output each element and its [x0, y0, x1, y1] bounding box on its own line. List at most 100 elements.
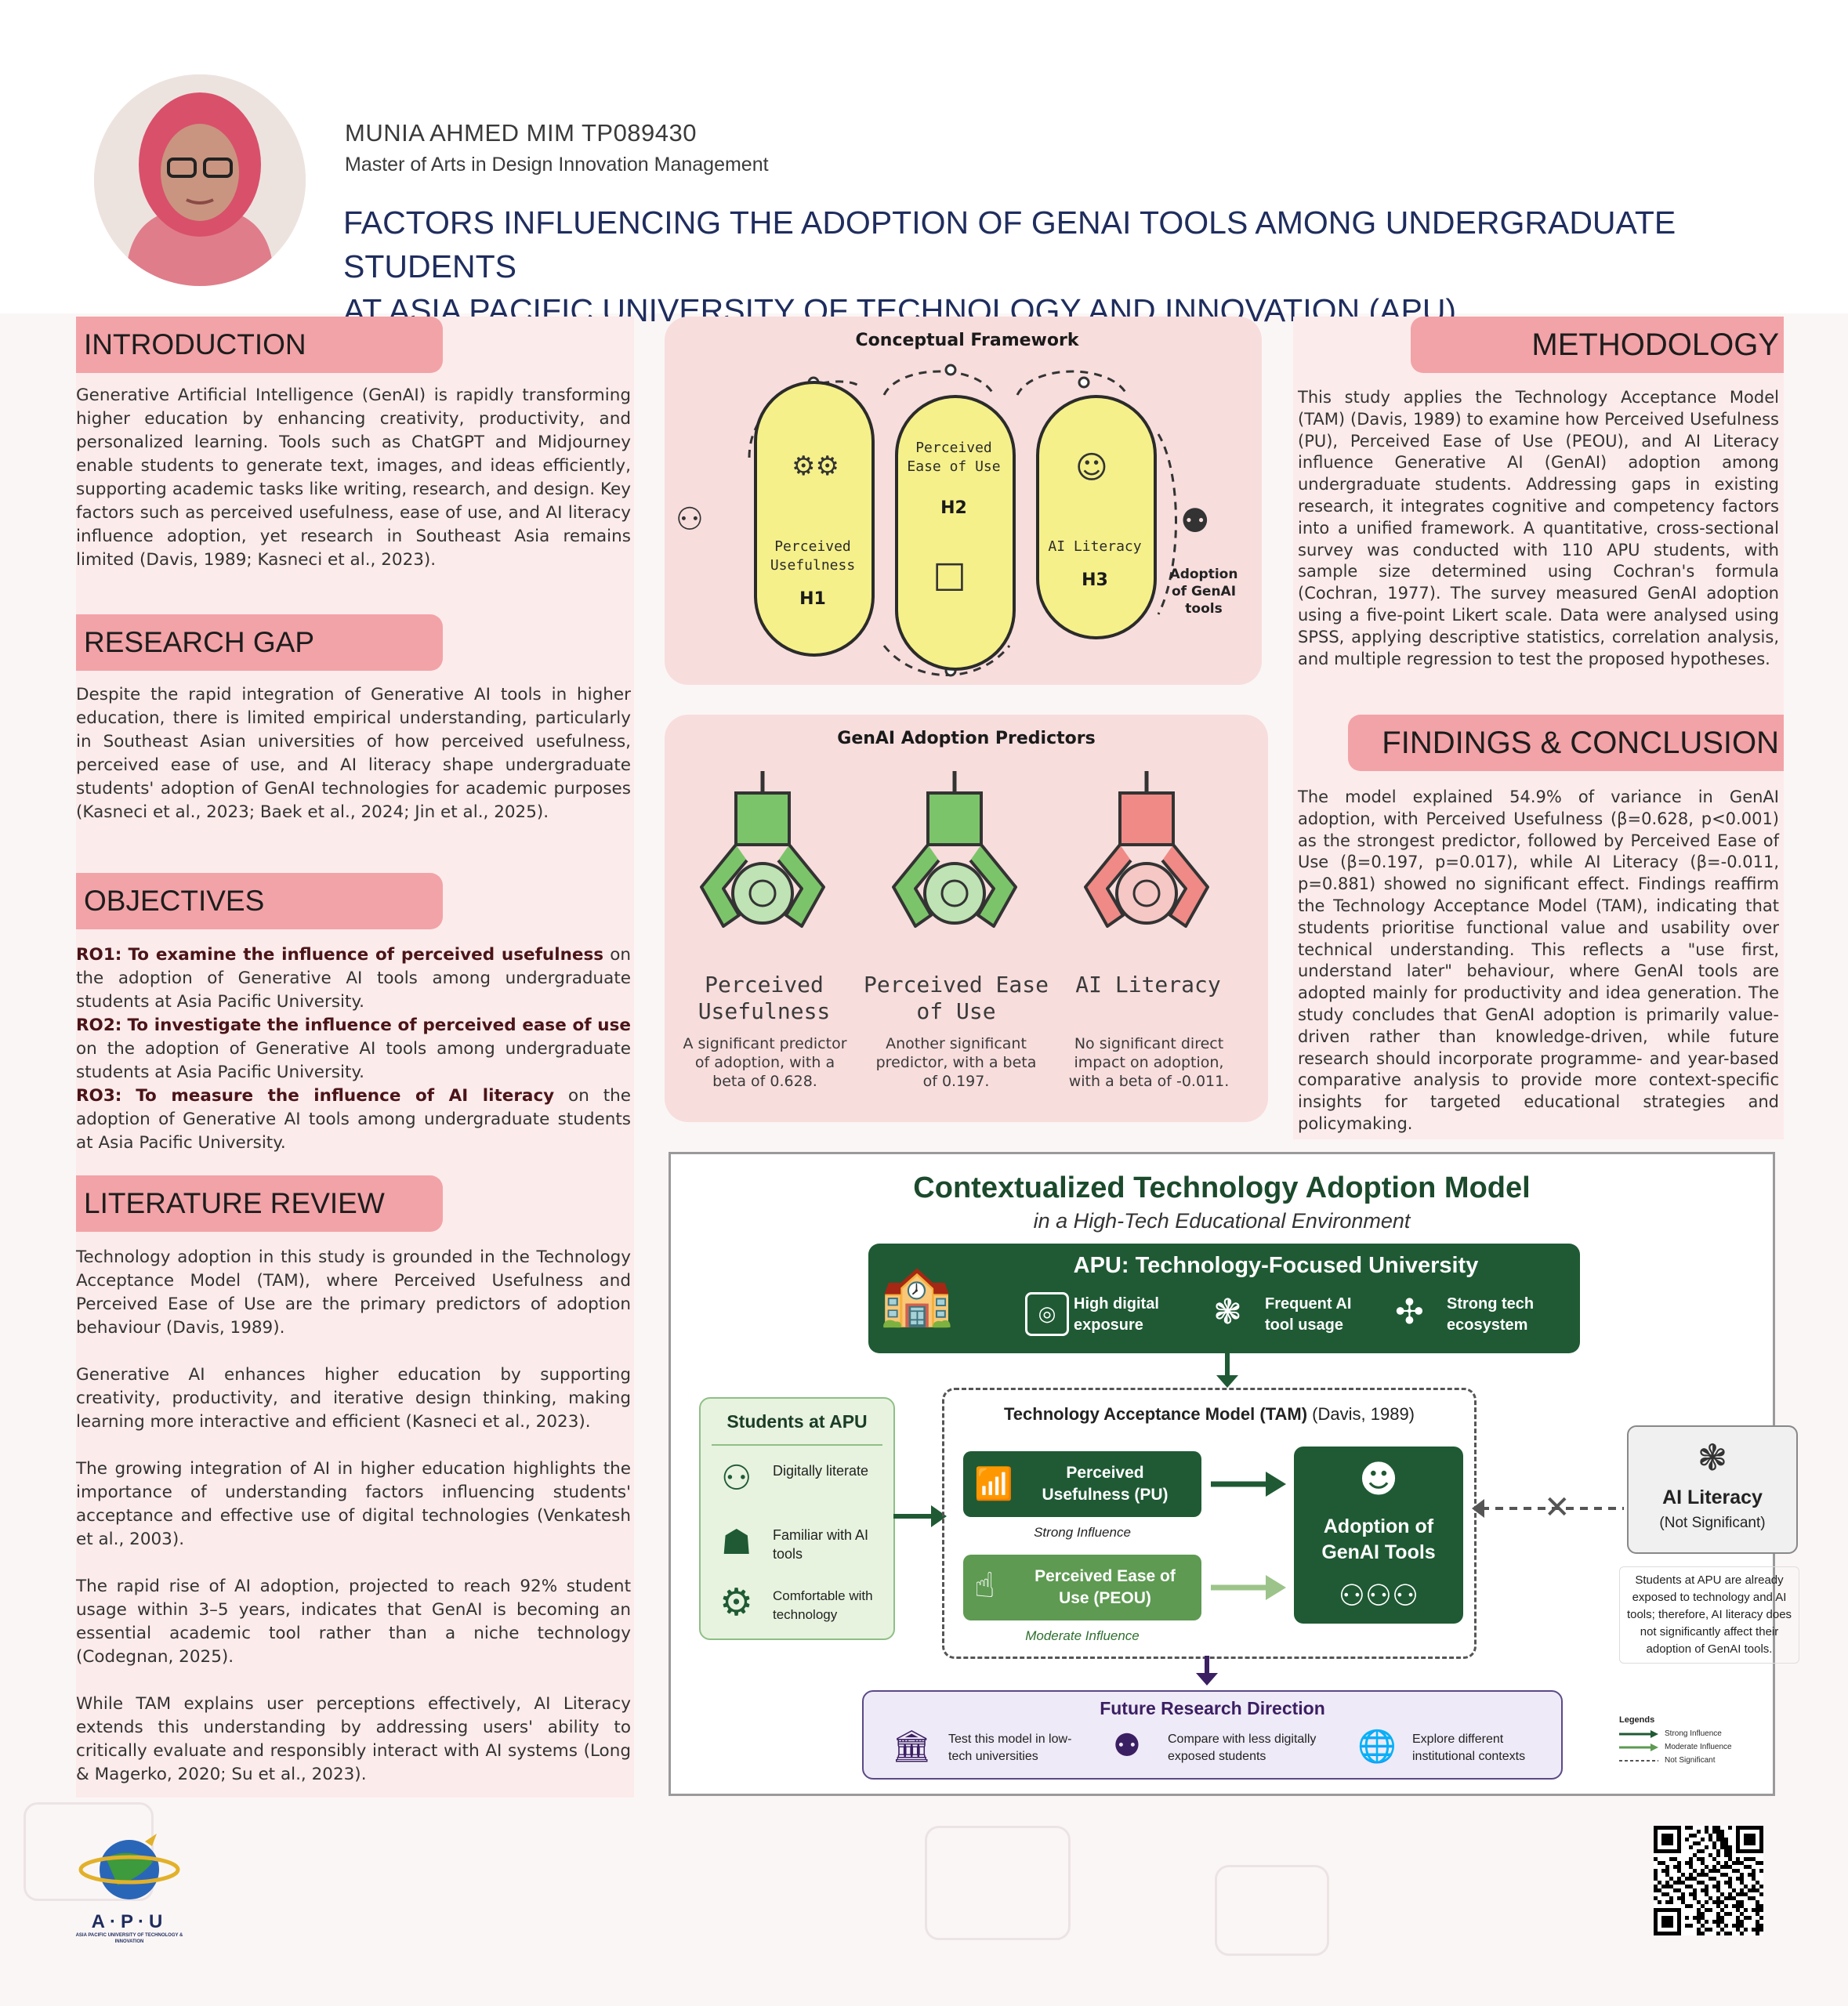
background-doodle [1215, 1865, 1329, 1956]
qr-module [1712, 1885, 1716, 1888]
qr-module [1661, 1869, 1665, 1873]
future-item-2: Compare with less digitally exposed stud… [1168, 1733, 1317, 1763]
introduction-heading: INTRODUCTION [76, 317, 443, 373]
qr-module [1740, 1861, 1744, 1865]
qr-module [1669, 1896, 1673, 1900]
qr-module [1720, 1834, 1724, 1838]
qr-module [1677, 1881, 1681, 1885]
qr-module [1673, 1857, 1677, 1861]
literature-paragraph-5: While TAM explains user perceptions effe… [76, 1694, 631, 1784]
qr-module [1748, 1916, 1752, 1920]
student-item-3: Comfortable with technology [773, 1588, 873, 1622]
qr-module [1748, 1896, 1752, 1900]
qr-module [1732, 1896, 1736, 1900]
qr-module [1728, 1857, 1732, 1861]
qr-module [1705, 1865, 1708, 1869]
objective-3-label: RO3: [76, 1086, 122, 1106]
introduction-text: Generative Artificial Intelligence (GenA… [76, 384, 631, 572]
svg-text:✕: ✕ [1544, 1493, 1571, 1524]
research-gap-paragraph: Despite the rapid integration of Generat… [76, 685, 631, 822]
qr-module [1705, 1885, 1708, 1888]
qr-module [1685, 1885, 1689, 1888]
predictor-name-pu: Perceived Usefulness [698, 972, 831, 1024]
qr-module [1756, 1904, 1759, 1908]
qr-module [1693, 1892, 1697, 1896]
qr-module [1685, 1861, 1689, 1865]
qr-module [1720, 1908, 1724, 1912]
qr-module [1728, 1849, 1732, 1853]
adoption-model-diagram: Contextualized Technology Adoption Model… [669, 1152, 1799, 1796]
predictor-desc-ail: No significant direct impact on adoption… [1068, 1035, 1230, 1090]
arrow-students-to-tam [893, 1505, 947, 1527]
qr-module [1744, 1908, 1748, 1912]
qr-module [1752, 1908, 1756, 1912]
qr-module [1705, 1928, 1708, 1932]
qr-module [1724, 1853, 1728, 1857]
qr-module [1701, 1849, 1705, 1853]
qr-module [1728, 1845, 1732, 1849]
qr-module [1689, 1904, 1693, 1908]
qr-module [1724, 1865, 1728, 1869]
qr-module [1705, 1888, 1708, 1892]
peou-box: ☝ Perceived Ease of Use (PEOU) [963, 1555, 1201, 1620]
framework-ail-label: AI Literacy [1048, 538, 1142, 555]
qr-module [1654, 1885, 1658, 1888]
qr-module [1712, 1865, 1716, 1869]
qr-module [1677, 1865, 1681, 1869]
qr-module [1744, 1916, 1748, 1920]
qr-module [1724, 1841, 1728, 1845]
qr-module [1716, 1830, 1720, 1834]
legend-ns-label: Not Significant [1665, 1756, 1716, 1765]
qr-module [1673, 1888, 1677, 1892]
hand-tap-icon: ☝ [974, 1566, 995, 1606]
predictor-claw-graphics [700, 771, 1209, 928]
qr-module [1724, 1912, 1728, 1916]
apu-item-2: Frequent AI tool usage [1265, 1295, 1352, 1334]
author-photo [94, 74, 306, 286]
arrow-apu-to-tam [1216, 1353, 1238, 1388]
predictor-desc-peou: Another significant predictor, with a be… [875, 1035, 1037, 1090]
gear-icon: ⚙ [719, 1581, 754, 1624]
framework-h2: H2 [940, 498, 967, 518]
qr-module [1740, 1892, 1744, 1896]
qr-module [1685, 1916, 1689, 1920]
qr-module [1685, 1877, 1689, 1881]
arrow-peou-to-adoption [1211, 1575, 1286, 1600]
objectives-text: RO1: To examine the influence of perceiv… [76, 943, 631, 1155]
qr-module [1720, 1830, 1724, 1834]
qr-module [1693, 1869, 1697, 1873]
qr-module [1724, 1873, 1728, 1877]
ai-literacy-box: ❃ AI Literacy (Not Significant) [1627, 1425, 1798, 1554]
qr-module [1756, 1932, 1759, 1935]
qr-module [1658, 1861, 1661, 1865]
qr-module [1736, 1857, 1740, 1861]
objective-1: RO1: To examine the influence of perceiv… [76, 943, 631, 1014]
qr-code[interactable] [1654, 1826, 1763, 1935]
predictor-name-peou: Perceived Ease of Use [863, 972, 1049, 1024]
qr-module [1677, 1869, 1681, 1873]
students-group-icon: ⚉ [1113, 1728, 1141, 1764]
qr-module [1736, 1869, 1740, 1873]
qr-module [1677, 1877, 1681, 1881]
legend-moderate-label: Moderate Influence [1665, 1743, 1732, 1751]
objective-1-rest: on the adoption of Generative AI tools a… [76, 945, 631, 1012]
qr-module [1736, 1900, 1740, 1904]
qr-module [1724, 1924, 1728, 1928]
qr-module [1708, 1869, 1712, 1873]
qr-module [1669, 1900, 1673, 1904]
qr-module [1720, 1920, 1724, 1924]
qr-module [1716, 1838, 1720, 1841]
qr-module [1693, 1841, 1697, 1845]
qr-module [1732, 1861, 1736, 1865]
adoption-box-label: Adoption of GenAI Tools [1321, 1515, 1436, 1563]
pu-influence-note: Strong Influence [1034, 1525, 1131, 1540]
qr-module [1736, 1892, 1740, 1896]
qr-module [1740, 1904, 1744, 1908]
logo-subtext: ASIA PACIFIC UNIVERSITY OF TECHNOLOGY & … [75, 1933, 183, 1944]
apu-university-box: 🏫 APU: Technology-Focused University ◎ H… [868, 1244, 1580, 1353]
qr-module [1677, 1896, 1681, 1900]
qr-module [1728, 1892, 1732, 1896]
brain-icon: ❃ [1213, 1292, 1242, 1332]
future-title: Future Research Direction [1100, 1698, 1325, 1718]
objective-1-emphasis: To examine the influence of perceived us… [128, 945, 604, 965]
